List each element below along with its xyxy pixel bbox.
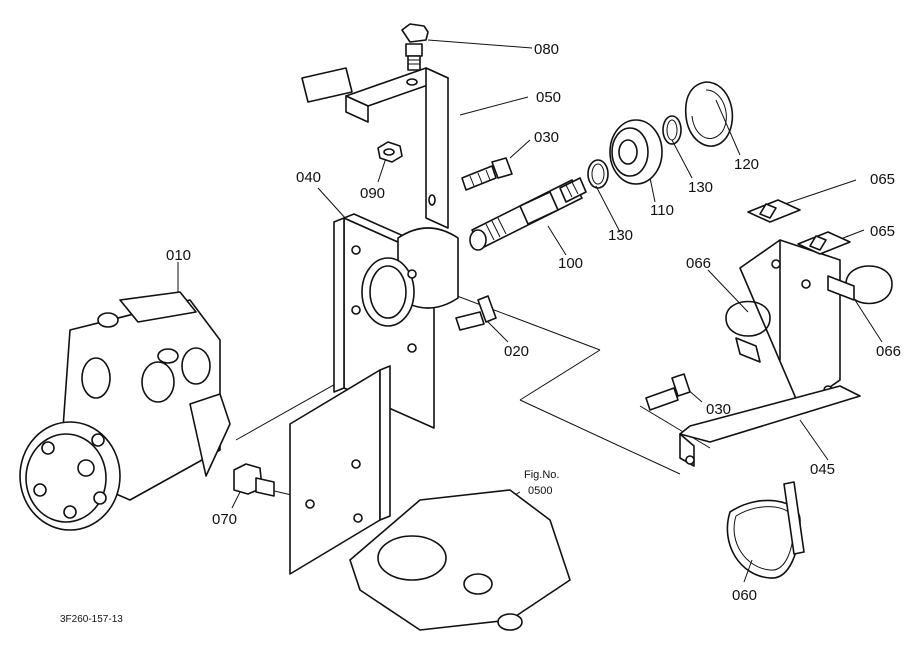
hose-clamp-066-right: [827, 265, 893, 305]
bracket-050: [301, 67, 449, 229]
label-130-right: 130: [688, 179, 713, 196]
label-065-lower: 065: [870, 223, 895, 240]
figure-reference-line2: 0500: [528, 485, 552, 497]
bearing-110: [609, 119, 663, 185]
label-020: 020: [504, 343, 529, 360]
label-080: 080: [534, 41, 559, 58]
circlip-120: [684, 81, 734, 147]
bolt-080: [401, 23, 429, 71]
bolt-030-upper: [461, 157, 513, 191]
label-130-left: 130: [608, 227, 633, 244]
label-100: 100: [558, 255, 583, 272]
plate-040: [333, 213, 459, 429]
label-050: 050: [536, 89, 561, 106]
bolt-020: [455, 295, 497, 331]
label-066-right: 066: [876, 343, 901, 360]
part-labels: 080 050 030 090 040 110 130 120 130 100 …: [60, 41, 901, 625]
mounting-plate: [289, 365, 391, 575]
label-045: 045: [810, 461, 835, 478]
bolt-030-lower: [645, 373, 691, 411]
hose-clamp-066-left: [725, 300, 771, 363]
label-030-lower: 030: [706, 401, 731, 418]
bolt-070: [233, 463, 275, 497]
cable-tie-060: [726, 481, 805, 579]
snap-ring-130-right: [662, 115, 682, 145]
clip-065-lower: [797, 231, 851, 255]
label-066-left: 066: [686, 255, 711, 272]
clip-065-upper: [747, 199, 801, 223]
shaft-100: [469, 177, 587, 251]
label-120: 120: [734, 156, 759, 173]
bracket-045: [679, 239, 861, 467]
label-110: 110: [650, 202, 674, 219]
label-060: 060: [732, 587, 757, 604]
housing-fig-0500: [349, 489, 571, 631]
drawing-code: 3F260-157-13: [60, 614, 123, 625]
label-030-upper: 030: [534, 129, 559, 146]
label-070: 070: [212, 511, 237, 528]
label-010: 010: [166, 247, 191, 264]
hydraulic-unit-010: [19, 291, 231, 531]
nut-090: [377, 141, 403, 163]
figure-reference-line1: Fig.No.: [524, 469, 559, 481]
label-090: 090: [360, 185, 385, 202]
snap-ring-130-left: [587, 159, 609, 189]
label-065-upper: 065: [870, 171, 895, 188]
label-040: 040: [296, 169, 321, 186]
